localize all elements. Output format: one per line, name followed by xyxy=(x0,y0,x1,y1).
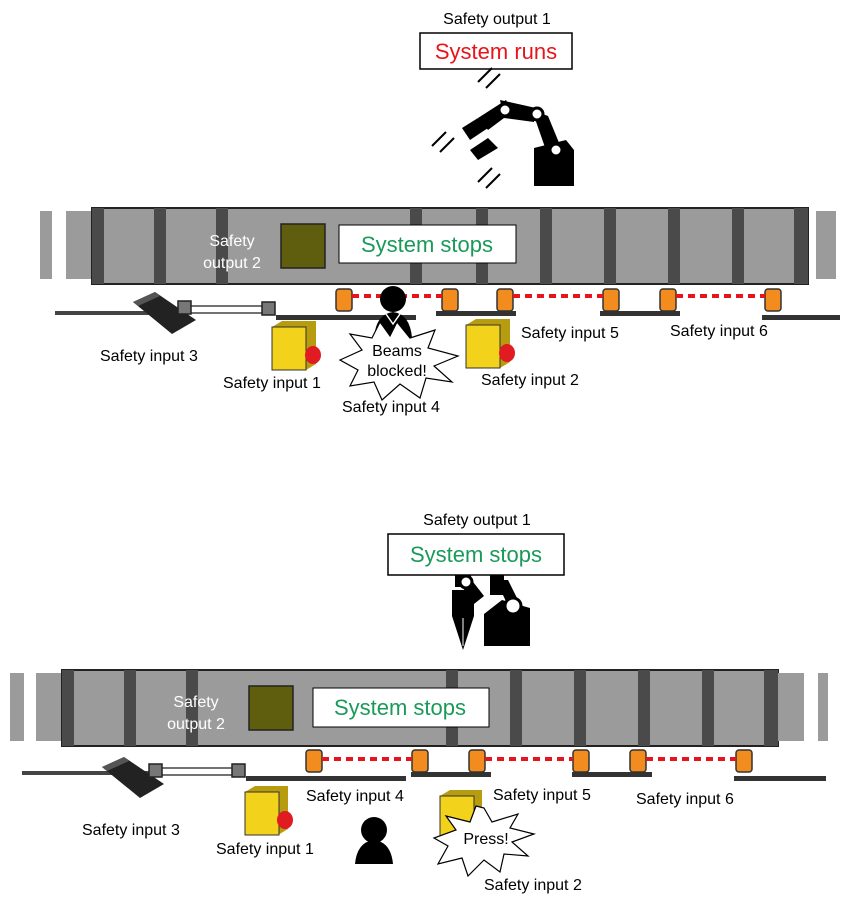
top-estop-button-icon xyxy=(271,321,321,371)
bottom-input6-label: Safety input 6 xyxy=(636,791,734,808)
top-input5-label: Safety input 5 xyxy=(521,325,619,342)
top-conveyor-status: System stops xyxy=(361,232,493,257)
bottom-rail-4 xyxy=(734,776,826,781)
top-input1-label: Safety input 1 xyxy=(223,375,321,392)
top-output2-indicator xyxy=(280,223,326,269)
bottom-sensor-icon xyxy=(572,749,590,773)
bottom-input4-label: Safety input 4 xyxy=(306,788,404,805)
top-scene: Safety output 1 System runs xyxy=(40,11,840,416)
top-robot-status: System runs xyxy=(435,39,557,64)
top-input6-label: Safety input 6 xyxy=(670,323,768,340)
top-rail-1 xyxy=(276,315,416,320)
bottom-rail-3 xyxy=(572,772,652,777)
top-sensor-icon xyxy=(496,288,514,312)
bottom-robot-status-box xyxy=(387,533,565,576)
bottom-scene: Safety output 1 System stops xyxy=(10,512,828,894)
top-door-switch-icon xyxy=(55,292,276,334)
bottom-output1-label: Safety output 1 xyxy=(423,512,531,529)
bottom-sensor-icon xyxy=(468,749,486,773)
bottom-burst-text: Press! xyxy=(463,831,508,848)
top-burst-shape xyxy=(338,320,460,401)
bottom-input3-label: Safety input 3 xyxy=(82,822,180,839)
bottom-input2-label: Safety input 2 xyxy=(484,877,582,894)
bottom-sensor-icon xyxy=(735,749,753,773)
top-output2-label-line2: output 2 xyxy=(203,255,261,272)
top-robot-status-box xyxy=(419,32,573,70)
top-input2-label: Safety input 2 xyxy=(481,372,579,389)
bottom-person-icon xyxy=(355,817,393,864)
bottom-sensor-icon xyxy=(305,749,323,773)
top-rail-4 xyxy=(762,315,840,320)
top-input3-label: Safety input 3 xyxy=(100,348,198,365)
top-burst-line1: Beams xyxy=(372,343,422,360)
bottom-rail-1 xyxy=(246,776,406,781)
bottom-door-switch-icon xyxy=(22,757,246,798)
top-sensor-icon xyxy=(659,288,677,312)
top-sensor-icon xyxy=(602,288,620,312)
bottom-input5-label: Safety input 5 xyxy=(493,787,591,804)
top-rail-2 xyxy=(436,311,516,316)
top-sensor-icon xyxy=(335,288,353,312)
top-burst-line2: blocked! xyxy=(367,363,427,380)
bottom-input1-label: Safety input 1 xyxy=(216,841,314,858)
top-sensor-icon xyxy=(764,288,782,312)
top-input4-label: Safety input 4 xyxy=(342,399,440,416)
bottom-burst-shape xyxy=(432,805,537,878)
bottom-output2-label-line2: output 2 xyxy=(167,716,225,733)
bottom-rail-2 xyxy=(411,772,491,777)
bottom-output2-indicator xyxy=(248,685,294,731)
bottom-estop-button-icon xyxy=(244,786,293,836)
bottom-conveyor-status-box xyxy=(312,687,490,728)
top-sensor-icon xyxy=(441,288,459,312)
bottom-conveyor-status: System stops xyxy=(334,695,466,720)
bottom-sensor-icon xyxy=(629,749,647,773)
bottom-sensor-icon xyxy=(411,749,429,773)
bottom-robot-status: System stops xyxy=(410,542,542,567)
bottom-output2-label-line1: Safety xyxy=(173,694,218,711)
top-robot-arm-icon xyxy=(431,67,574,189)
top-conveyor-status-box xyxy=(338,224,517,264)
top-estop-button-icon xyxy=(465,319,515,369)
top-rail-3 xyxy=(600,311,680,316)
top-output2-label-line1: Safety xyxy=(209,233,254,250)
top-output1-label: Safety output 1 xyxy=(443,11,551,28)
bottom-robot-arm-icon xyxy=(452,574,530,650)
